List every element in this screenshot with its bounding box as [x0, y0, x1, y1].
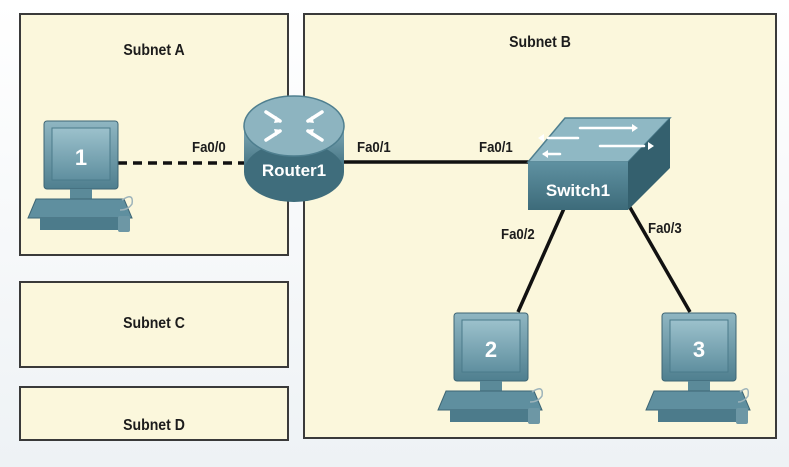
pc2-icon: 2 [437, 312, 544, 424]
router-icon: Router1 [243, 95, 345, 202]
port-switch-fa01: Fa0/1 [479, 139, 513, 156]
switch-label: Switch1 [546, 181, 610, 200]
port-switch-fa02: Fa0/2 [501, 226, 535, 243]
switch-icon: Switch1 [526, 117, 672, 210]
subnet-b-title: Subnet B [509, 34, 571, 51]
pc1-icon: 1 [27, 120, 134, 232]
subnet-c-title: Subnet C [123, 315, 185, 332]
subnet-a-title: Subnet A [123, 42, 185, 59]
subnet-d-title: Subnet D [123, 417, 185, 434]
pc2-label: 2 [485, 337, 497, 362]
port-router-fa00: Fa0/0 [192, 139, 226, 156]
pc3-icon: 3 [645, 312, 751, 424]
pc3-label: 3 [693, 337, 705, 362]
router-label: Router1 [262, 161, 326, 180]
link-switch-pc2 [516, 203, 568, 313]
subnet-d-box: Subnet D [19, 386, 289, 441]
pc1-label: 1 [75, 145, 87, 170]
port-switch-fa03: Fa0/3 [648, 220, 682, 237]
subnet-c-box: Subnet C [19, 281, 289, 368]
link-switch-pc3 [626, 203, 692, 313]
port-router-fa01: Fa0/1 [357, 139, 391, 156]
